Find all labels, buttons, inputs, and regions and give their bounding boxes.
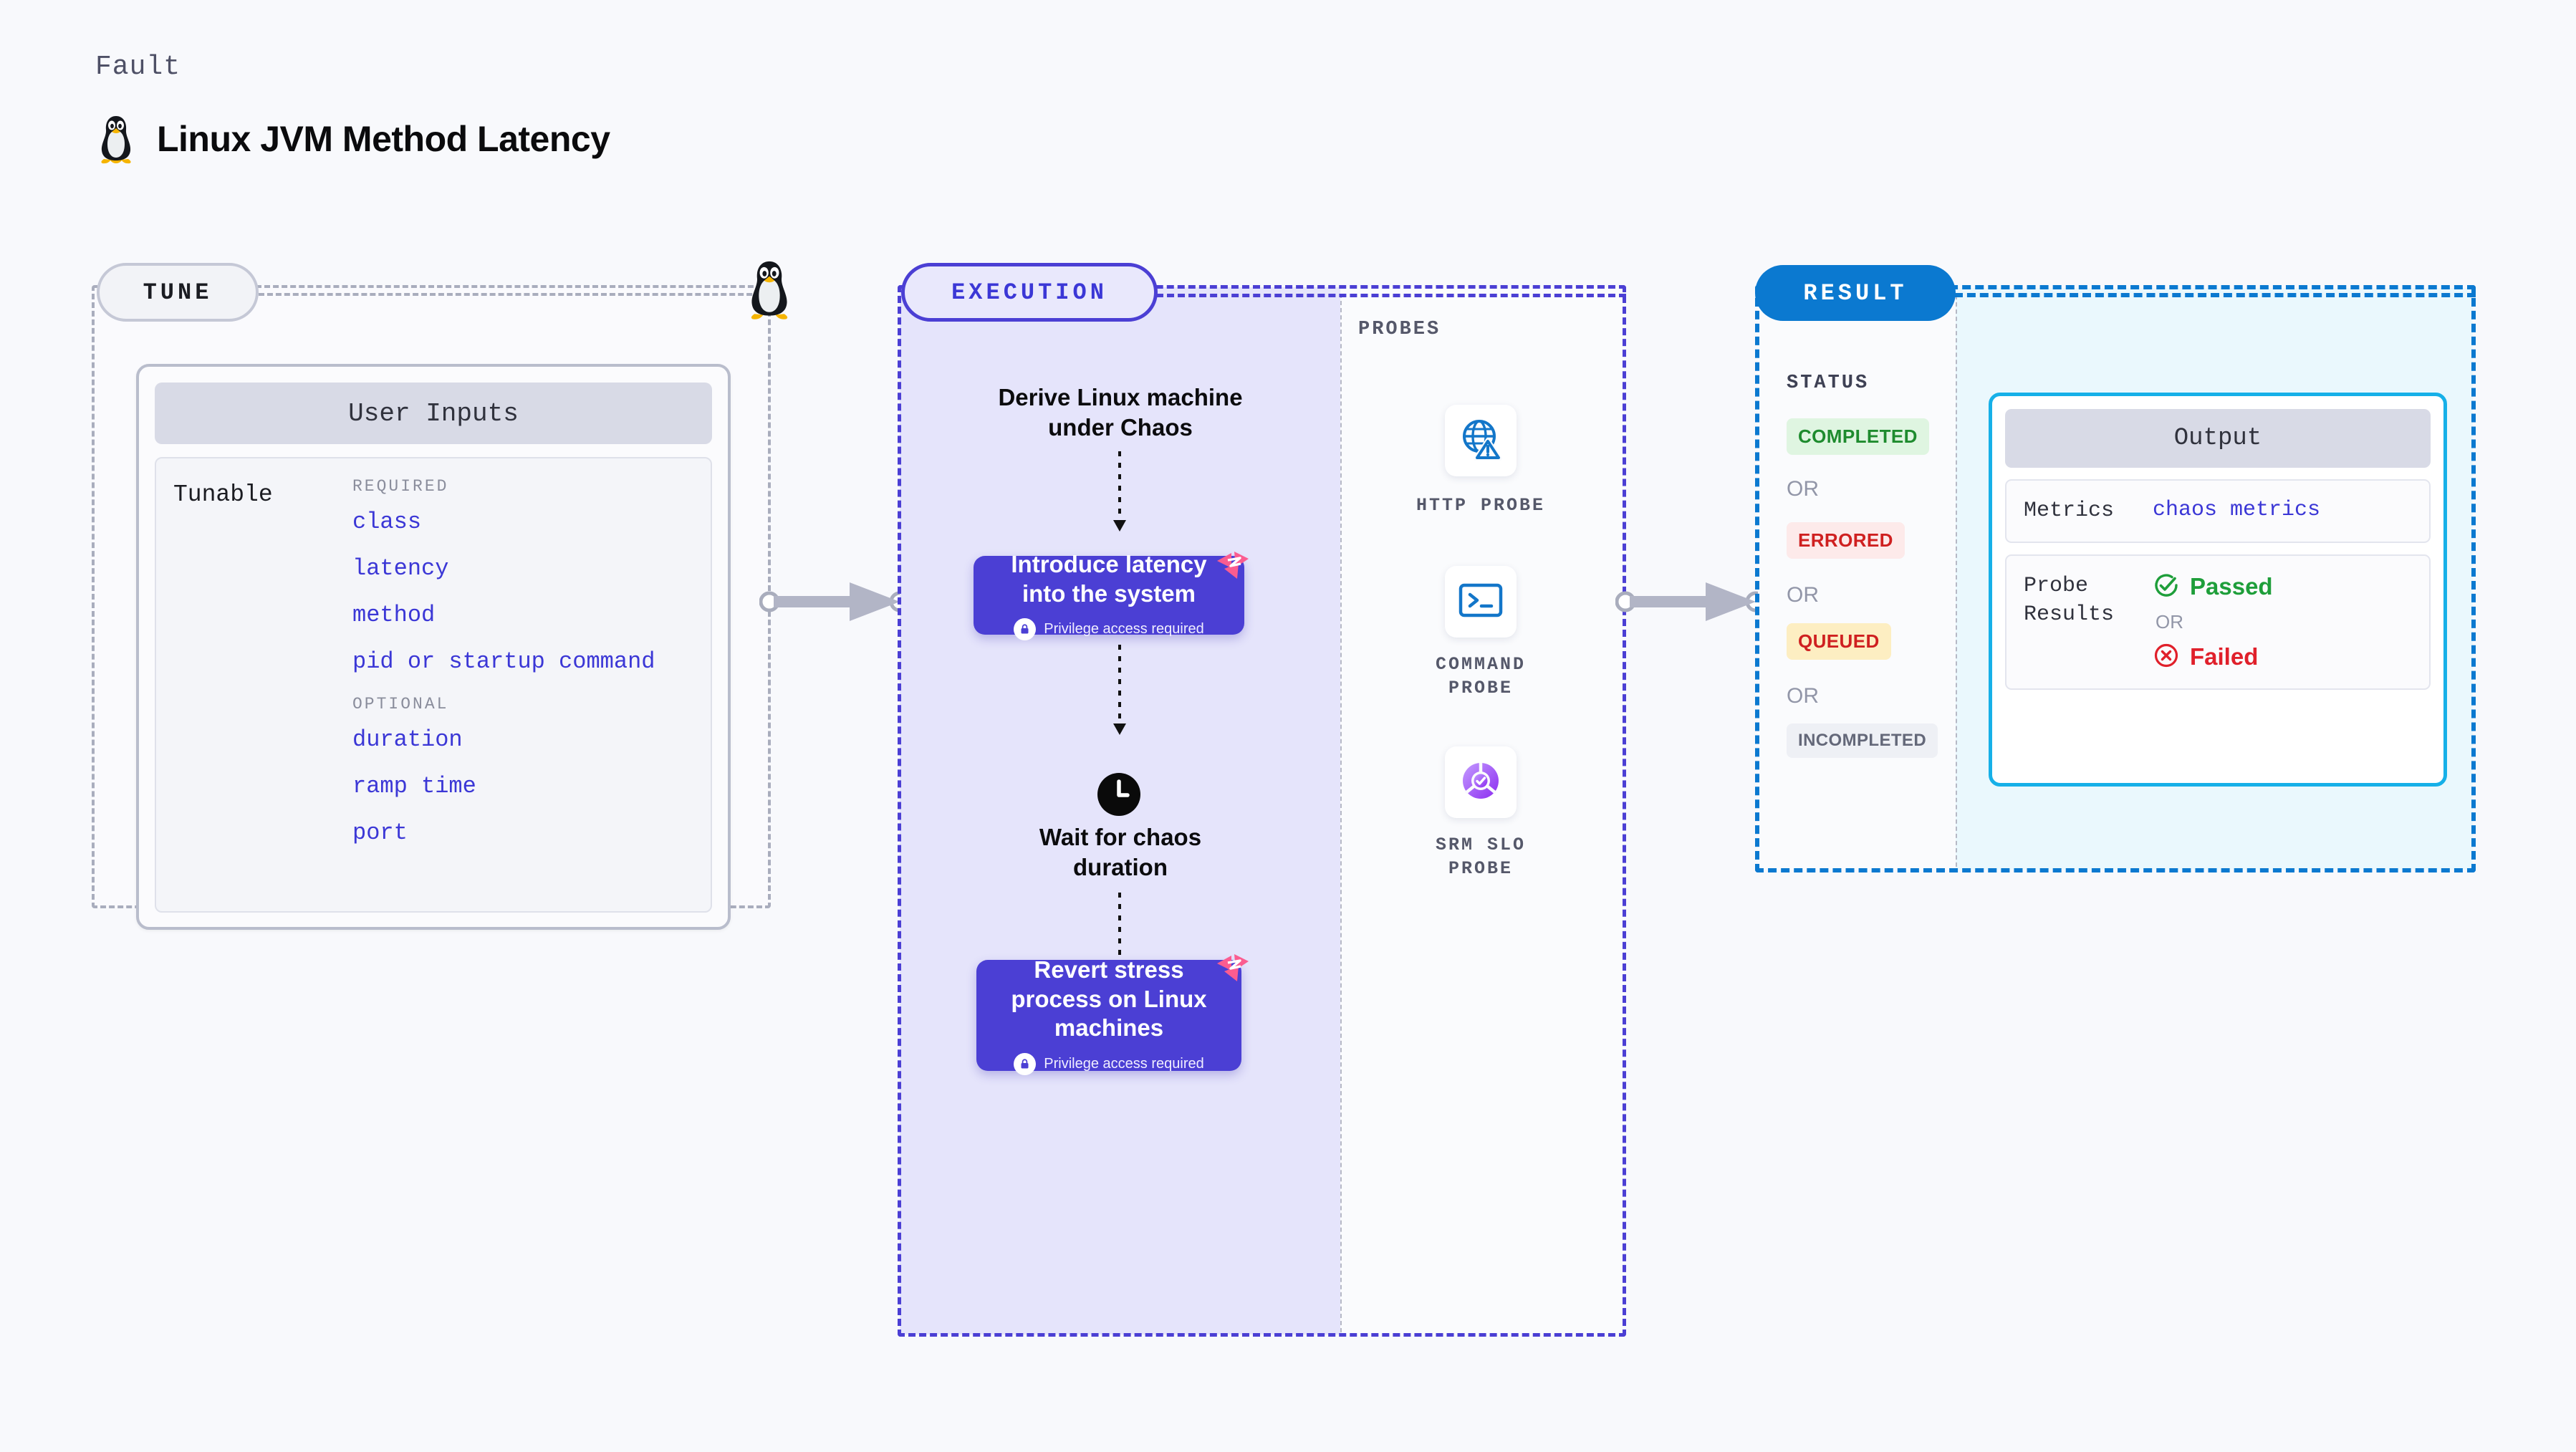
execution-header-dashed-line	[1156, 294, 1626, 297]
tunable-row-label: Tunable	[173, 481, 273, 508]
probe-label-command: COMMAND PROBE	[1363, 653, 1599, 700]
probe-tile-http[interactable]	[1445, 405, 1517, 476]
probe-result-passed: Passed	[2153, 572, 2412, 602]
execution-stage-pill[interactable]: EXECUTION	[901, 263, 1158, 322]
execution-step2-line1: Introduce latency	[1011, 550, 1207, 577]
execution-arrow-2	[1109, 645, 1130, 741]
output-metrics-key: Metrics	[2024, 499, 2115, 523]
probe-tile-command[interactable]	[1445, 566, 1517, 638]
tunable-field-ramp-time[interactable]: ramp time	[352, 773, 476, 799]
tune-stage-pill[interactable]: TUNE	[97, 263, 259, 322]
status-badge-queued: QUEUED	[1787, 623, 1891, 660]
status-or-2: OR	[1787, 583, 1819, 607]
tunable-field-duration[interactable]: duration	[352, 726, 463, 753]
page-kicker: Fault	[95, 52, 181, 82]
privilege-label: Privilege access required	[1044, 621, 1204, 638]
execution-step4-line2: process on Linux	[1011, 985, 1207, 1012]
required-group-title: REQUIRED	[352, 477, 449, 496]
execution-step4-line3: machines	[1054, 1014, 1164, 1042]
tunable-fields: REQUIRED class latency method pid or sta…	[352, 477, 693, 893]
optional-group-title: OPTIONAL	[352, 695, 449, 713]
probe-label-srm-slo-line1: SRM SLO	[1435, 835, 1527, 855]
output-probe-results-key: Probe Results	[2024, 572, 2153, 673]
probe-label-srm-slo-line2: PROBE	[1448, 857, 1513, 879]
lock-icon	[1014, 618, 1037, 641]
probe-results-key-line1: Probe	[2024, 573, 2089, 598]
execution-step2-line2: into the system	[1022, 580, 1196, 607]
probe-label-command-line1: COMMAND	[1435, 654, 1527, 675]
probe-result-failed: Failed	[2153, 642, 2412, 673]
probe-result-or: OR	[2156, 610, 2183, 633]
privilege-row: Privilege access required	[1014, 618, 1204, 641]
execution-step1-line1: Derive Linux machine	[998, 384, 1243, 410]
probe-result-failed-label: Failed	[2190, 643, 2259, 670]
privilege-label: Privilege access required	[1044, 1056, 1204, 1072]
execution-step1-line2: under Chaos	[1048, 414, 1193, 441]
globe-warning-icon	[1458, 417, 1503, 465]
tunable-field-class[interactable]: class	[352, 509, 422, 535]
status-badge-errored: ERRORED	[1787, 522, 1905, 559]
probes-to-result-arrow	[1615, 577, 1766, 627]
output-card: Output Metrics chaos metrics Probe Resul…	[1989, 393, 2447, 787]
execution-step-derive-machine: Derive Linux machine under Chaos	[941, 383, 1299, 443]
probes-column-divider	[1340, 294, 1342, 1332]
output-metrics-value[interactable]: chaos metrics	[2153, 498, 2321, 522]
tune-header-dashed-line	[259, 293, 769, 296]
check-circle-icon	[2153, 572, 2180, 602]
probe-results-values: Passed OR Failed	[2153, 572, 2412, 673]
execution-step-wait-duration: Wait for chaos duration	[941, 822, 1299, 883]
execution-action-revert-stress[interactable]: Revert stress process on Linux machines …	[976, 956, 1241, 1076]
result-stage-pill[interactable]: RESULT	[1755, 265, 1956, 321]
output-probe-results-row: Probe Results Passed OR	[2005, 554, 2431, 690]
status-or-3: OR	[1787, 684, 1819, 708]
linux-tux-icon	[739, 258, 800, 324]
status-badge-incompleted: INCOMPLETED	[1787, 723, 1938, 758]
chaos-logo-icon	[1208, 544, 1251, 591]
privilege-row: Privilege access required	[1014, 1053, 1204, 1076]
probe-label-srm-slo: SRM SLO PROBE	[1363, 834, 1599, 880]
probes-title: PROBES	[1358, 319, 1441, 340]
probe-label-http: HTTP PROBE	[1416, 495, 1546, 516]
execution-action-introduce-latency[interactable]: Introduce latency into the system Privil…	[974, 551, 1244, 641]
linux-tux-icon	[95, 113, 137, 165]
execution-step3-line1: Wait for chaos	[1039, 824, 1202, 850]
lock-icon	[1014, 1053, 1037, 1076]
tunable-field-pid-or-startup-command[interactable]: pid or startup command	[352, 648, 655, 675]
tunable-field-method[interactable]: method	[352, 602, 436, 628]
tunable-body: Tunable REQUIRED class latency method pi…	[155, 457, 712, 913]
probe-results-key-line2: Results	[2024, 602, 2115, 627]
status-badge-completed: COMPLETED	[1787, 418, 1929, 455]
result-stage-box	[1755, 285, 2476, 872]
execution-step3-line2: duration	[1073, 854, 1168, 881]
page-title-row: Linux JVM Method Latency	[95, 113, 610, 165]
action-title: Introduce latency into the system	[995, 550, 1222, 609]
user-inputs-header: User Inputs	[155, 383, 712, 444]
probe-result-passed-label: Passed	[2190, 573, 2273, 600]
execution-stage-box	[898, 285, 1626, 1337]
tunable-field-port[interactable]: port	[352, 819, 408, 846]
terminal-icon	[1458, 582, 1503, 622]
result-status-background	[1758, 288, 1956, 870]
result-header-dashed-line	[1954, 293, 2476, 297]
output-header: Output	[2005, 409, 2431, 468]
chaos-logo-icon	[1208, 947, 1251, 994]
output-metrics-row: Metrics chaos metrics	[2005, 479, 2431, 543]
clock-icon	[1097, 772, 1141, 820]
tune-to-execution-arrow	[759, 577, 910, 627]
probe-label-command-line2: PROBE	[1448, 677, 1513, 698]
status-title: STATUS	[1787, 372, 1870, 394]
result-column-divider	[1956, 295, 1957, 867]
tunable-field-latency[interactable]: latency	[352, 555, 449, 582]
slo-donut-check-icon	[1458, 759, 1503, 807]
probe-tile-srm-slo[interactable]	[1445, 746, 1517, 818]
action-title: Revert stress process on Linux machines	[995, 956, 1222, 1044]
status-or-1: OR	[1787, 477, 1819, 501]
execution-step4-line1: Revert stress	[1034, 956, 1184, 983]
x-circle-icon	[2153, 642, 2180, 673]
user-inputs-card: User Inputs Tunable REQUIRED class laten…	[136, 364, 731, 930]
execution-arrow-1	[1109, 451, 1130, 538]
page-title: Linux JVM Method Latency	[157, 119, 610, 159]
